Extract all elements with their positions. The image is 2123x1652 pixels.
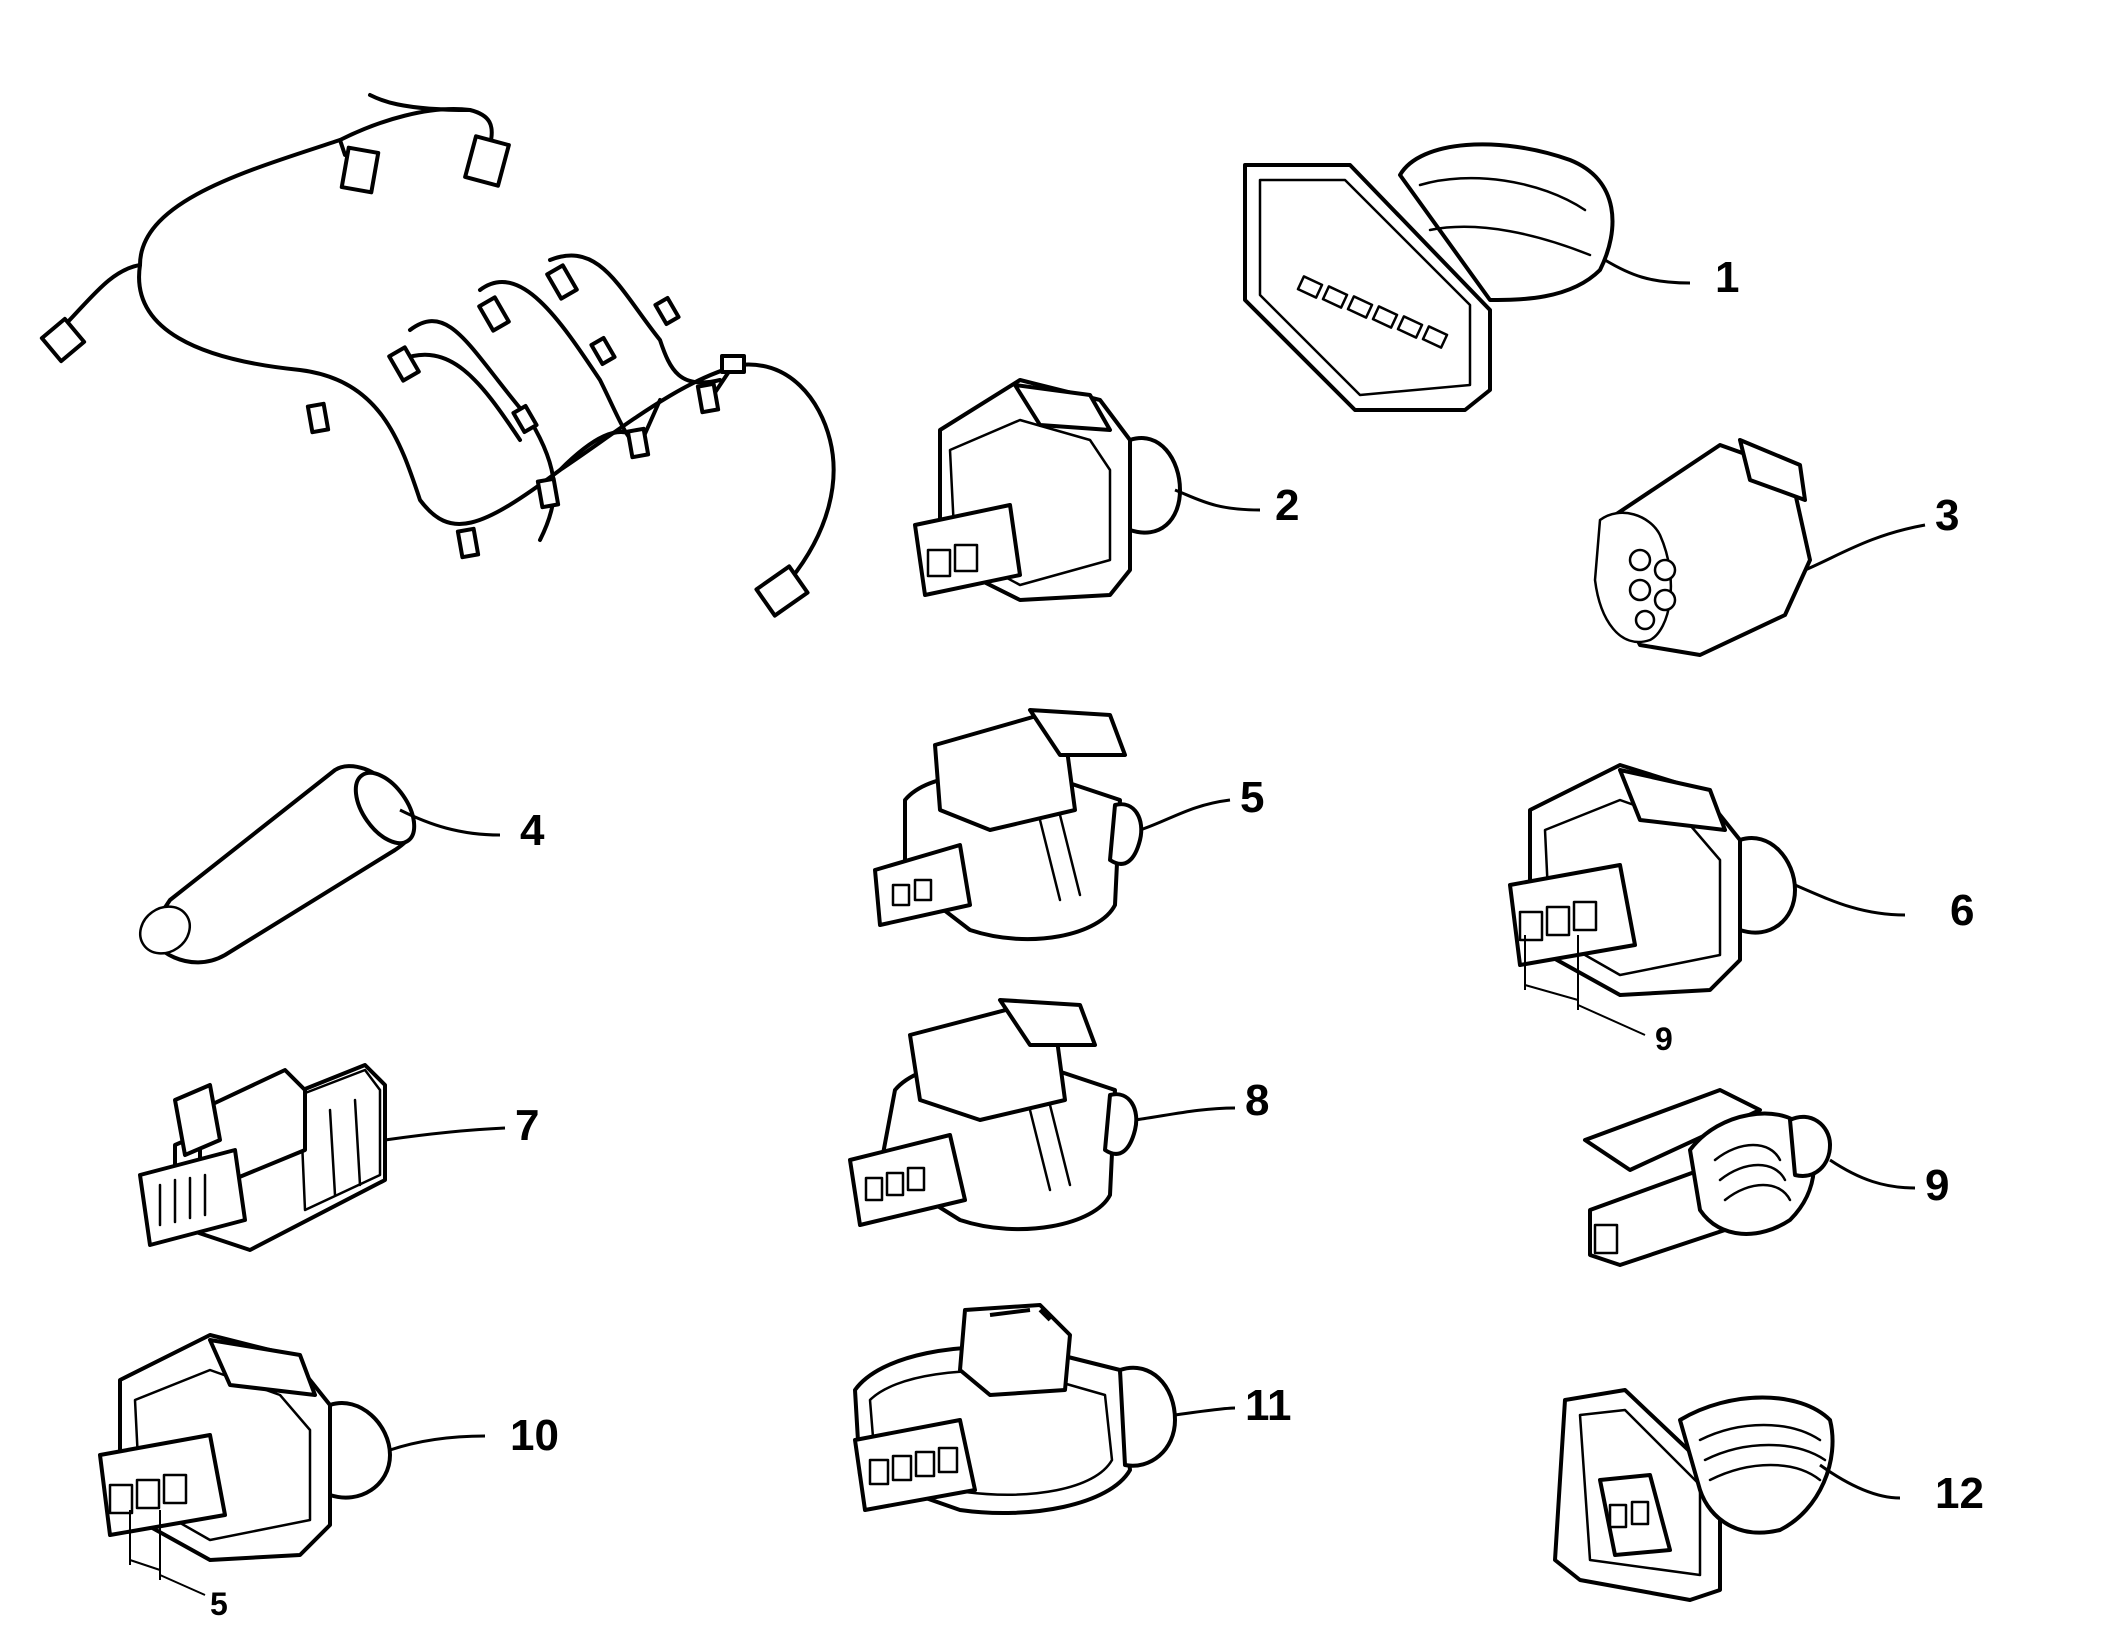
part-11-leader bbox=[1174, 1406, 1236, 1417]
callout-4: 4 bbox=[520, 806, 545, 855]
part-12-connector bbox=[1553, 1388, 1835, 1602]
callout-8: 8 bbox=[1245, 1076, 1269, 1125]
part-4-sleeve bbox=[138, 764, 417, 965]
part-10-connector bbox=[98, 1333, 392, 1562]
part-5-connector bbox=[873, 708, 1144, 942]
callout-7: 7 bbox=[515, 1101, 539, 1150]
part-3-connector bbox=[1593, 438, 1812, 657]
callout-5: 5 bbox=[1240, 773, 1264, 822]
callout-6: 6 bbox=[1950, 886, 1974, 935]
callout-3: 3 bbox=[1935, 491, 1959, 540]
part-2-leader bbox=[1174, 488, 1261, 512]
part-8-leader bbox=[1134, 1106, 1236, 1122]
part-11-connector bbox=[853, 1303, 1177, 1516]
part-1-connector bbox=[1243, 142, 1615, 412]
part-3-leader bbox=[1804, 523, 1926, 572]
part-9-leader bbox=[1829, 1158, 1916, 1190]
callout-9: 9 bbox=[1925, 1161, 1949, 1210]
callout-2: 2 bbox=[1275, 481, 1299, 530]
wiring-harness bbox=[39, 93, 836, 618]
callout-11: 11 bbox=[1245, 1381, 1292, 1430]
part-2-connector bbox=[913, 378, 1182, 602]
part-12-leader bbox=[1819, 1463, 1901, 1500]
part-8-connector bbox=[848, 998, 1139, 1232]
part-5-leader bbox=[1139, 798, 1231, 832]
sub-callout-5-on-part-10: 5 bbox=[210, 1586, 228, 1622]
part-6-leader bbox=[1794, 883, 1906, 917]
part-7-connector bbox=[138, 1063, 387, 1252]
part-10-leader bbox=[389, 1434, 486, 1452]
part-7-leader bbox=[384, 1126, 506, 1142]
part-10-terminal-dimension bbox=[129, 1510, 206, 1596]
part-9-connector bbox=[1583, 1088, 1832, 1267]
callout-12: 12 bbox=[1935, 1469, 1984, 1518]
part-6-terminal-dimension bbox=[1524, 935, 1646, 1036]
part-4-leader bbox=[399, 808, 501, 837]
part-1-leader bbox=[1604, 258, 1691, 285]
part-6-connector bbox=[1508, 763, 1797, 997]
callout-10: 10 bbox=[510, 1411, 559, 1460]
callout-1: 1 bbox=[1715, 253, 1739, 302]
sub-callout-9-on-part-6: 9 bbox=[1655, 1021, 1673, 1057]
